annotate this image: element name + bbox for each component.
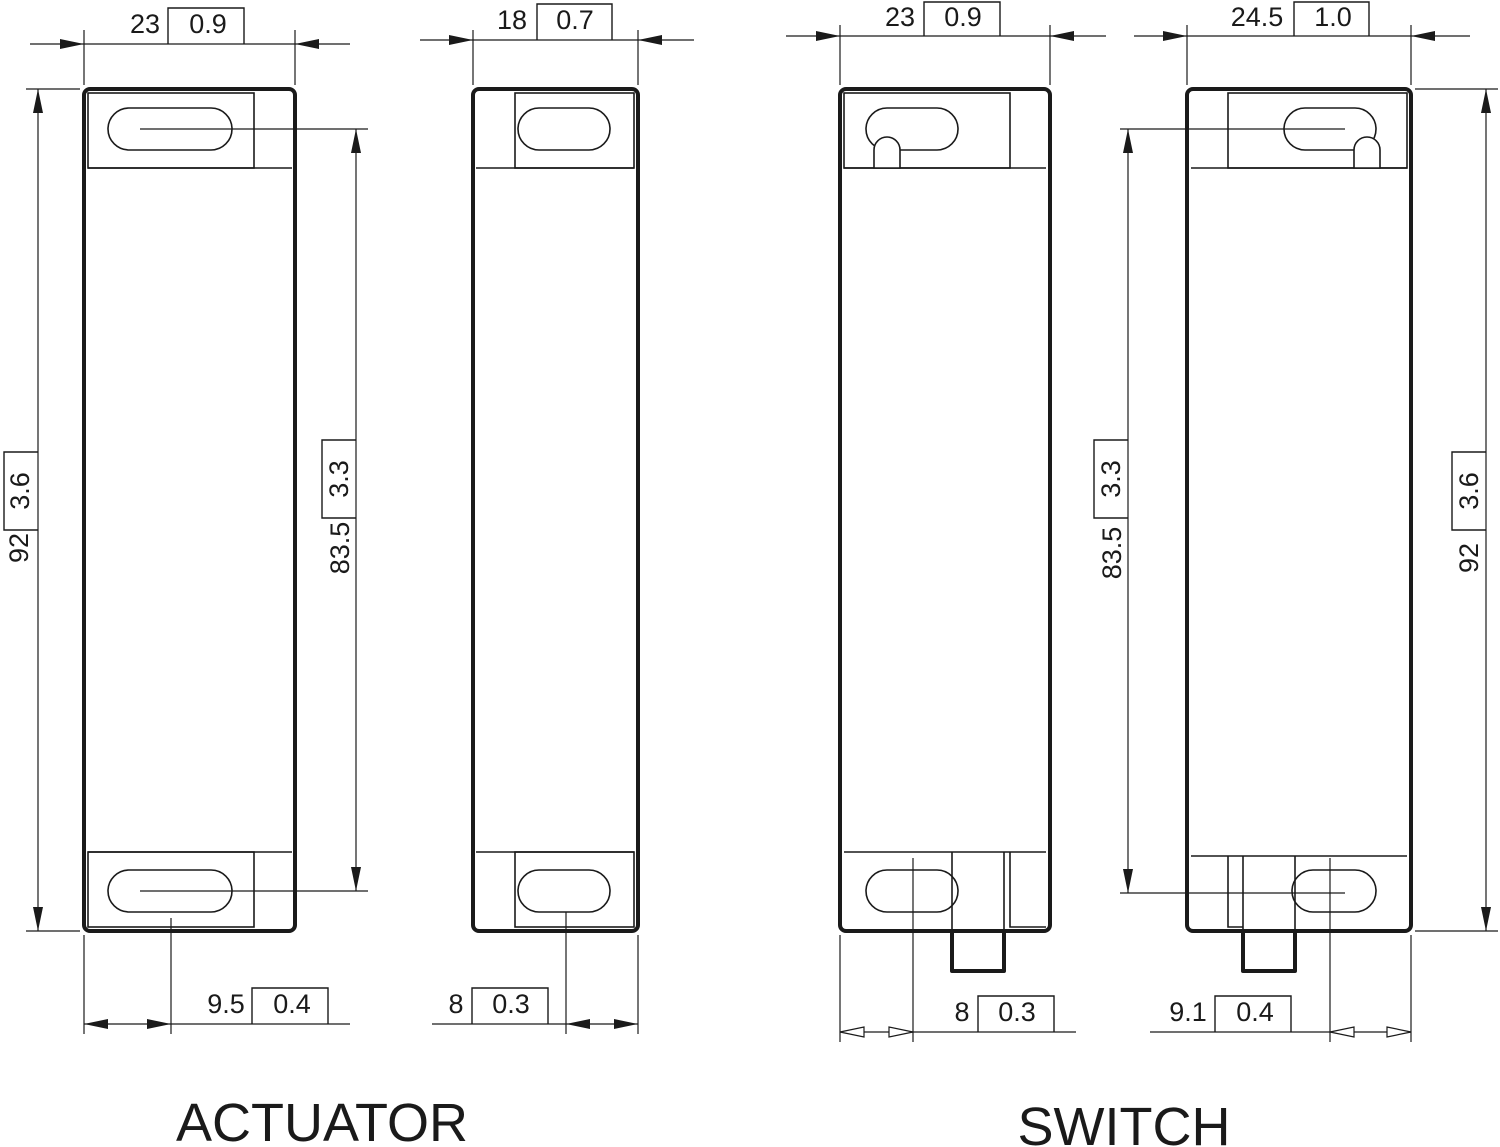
actuator-side-offset-mm: 8 [448, 989, 463, 1019]
switch-side-height-in: 3.6 [1454, 472, 1484, 510]
actuator-side-top-slot [517, 107, 611, 151]
switch-side-view: 24.5 1.0 92 3.6 83.5 3.3 [1093, 1, 1498, 1042]
actuator-front-body [82, 87, 297, 933]
actuator-front-pitch-mm: 83.5 [325, 522, 355, 575]
switch-side-pitch-mm: 83.5 [1097, 527, 1127, 580]
switch-front-view: 23 0.9 8 0.3 [786, 1, 1106, 1042]
actuator-side-body [471, 87, 640, 933]
switch-front-width-mm: 23 [885, 2, 915, 32]
actuator-front-height-in: 3.6 [5, 472, 35, 510]
actuator-side-view: 18 0.7 8 0.3 [420, 3, 694, 1034]
actuator-front-width-mm: 23 [130, 9, 160, 39]
actuator-side-offset-in: 0.3 [492, 989, 530, 1019]
switch-front-body [838, 87, 1052, 933]
actuator-front-offset-in: 0.4 [273, 989, 311, 1019]
switch-front-width-in: 0.9 [944, 2, 982, 32]
actuator-front-width-in: 0.9 [189, 9, 227, 39]
switch-front-bottom-slot [865, 869, 959, 913]
switch-side-height-mm: 92 [1454, 543, 1484, 573]
switch-front-offset-mm: 8 [954, 997, 969, 1027]
actuator-front-offset-mm: 9.5 [207, 989, 245, 1019]
actuator-front-view: 23 0.9 92 3.6 83.5 3.3 [3, 7, 368, 1034]
actuator-front-height-mm: 92 [4, 533, 34, 563]
actuator-side-width-in: 0.7 [556, 5, 594, 35]
switch-side-offset-in: 0.4 [1236, 997, 1274, 1027]
switch-side-cable-exit [1241, 929, 1297, 973]
switch-front-top-lug [873, 136, 901, 169]
switch-side-pitch-in: 3.3 [1096, 460, 1126, 498]
switch-caption: SWITCH [1018, 1097, 1231, 1147]
actuator-side-width-mm: 18 [497, 5, 527, 35]
actuator-caption: ACTUATOR [176, 1093, 468, 1147]
switch-side-top-lug [1353, 136, 1381, 169]
actuator-side-bottom-slot [517, 869, 611, 913]
switch-side-offset-mm: 9.1 [1169, 997, 1207, 1027]
switch-front-offset-in: 0.3 [998, 997, 1036, 1027]
switch-front-cable-exit [950, 929, 1006, 973]
switch-side-width-in: 1.0 [1314, 2, 1352, 32]
actuator-front-pitch-in: 3.3 [324, 460, 354, 498]
switch-side-width-mm: 24.5 [1231, 2, 1284, 32]
switch-side-bottom-slot [1291, 869, 1377, 913]
switch-side-body [1185, 87, 1413, 933]
